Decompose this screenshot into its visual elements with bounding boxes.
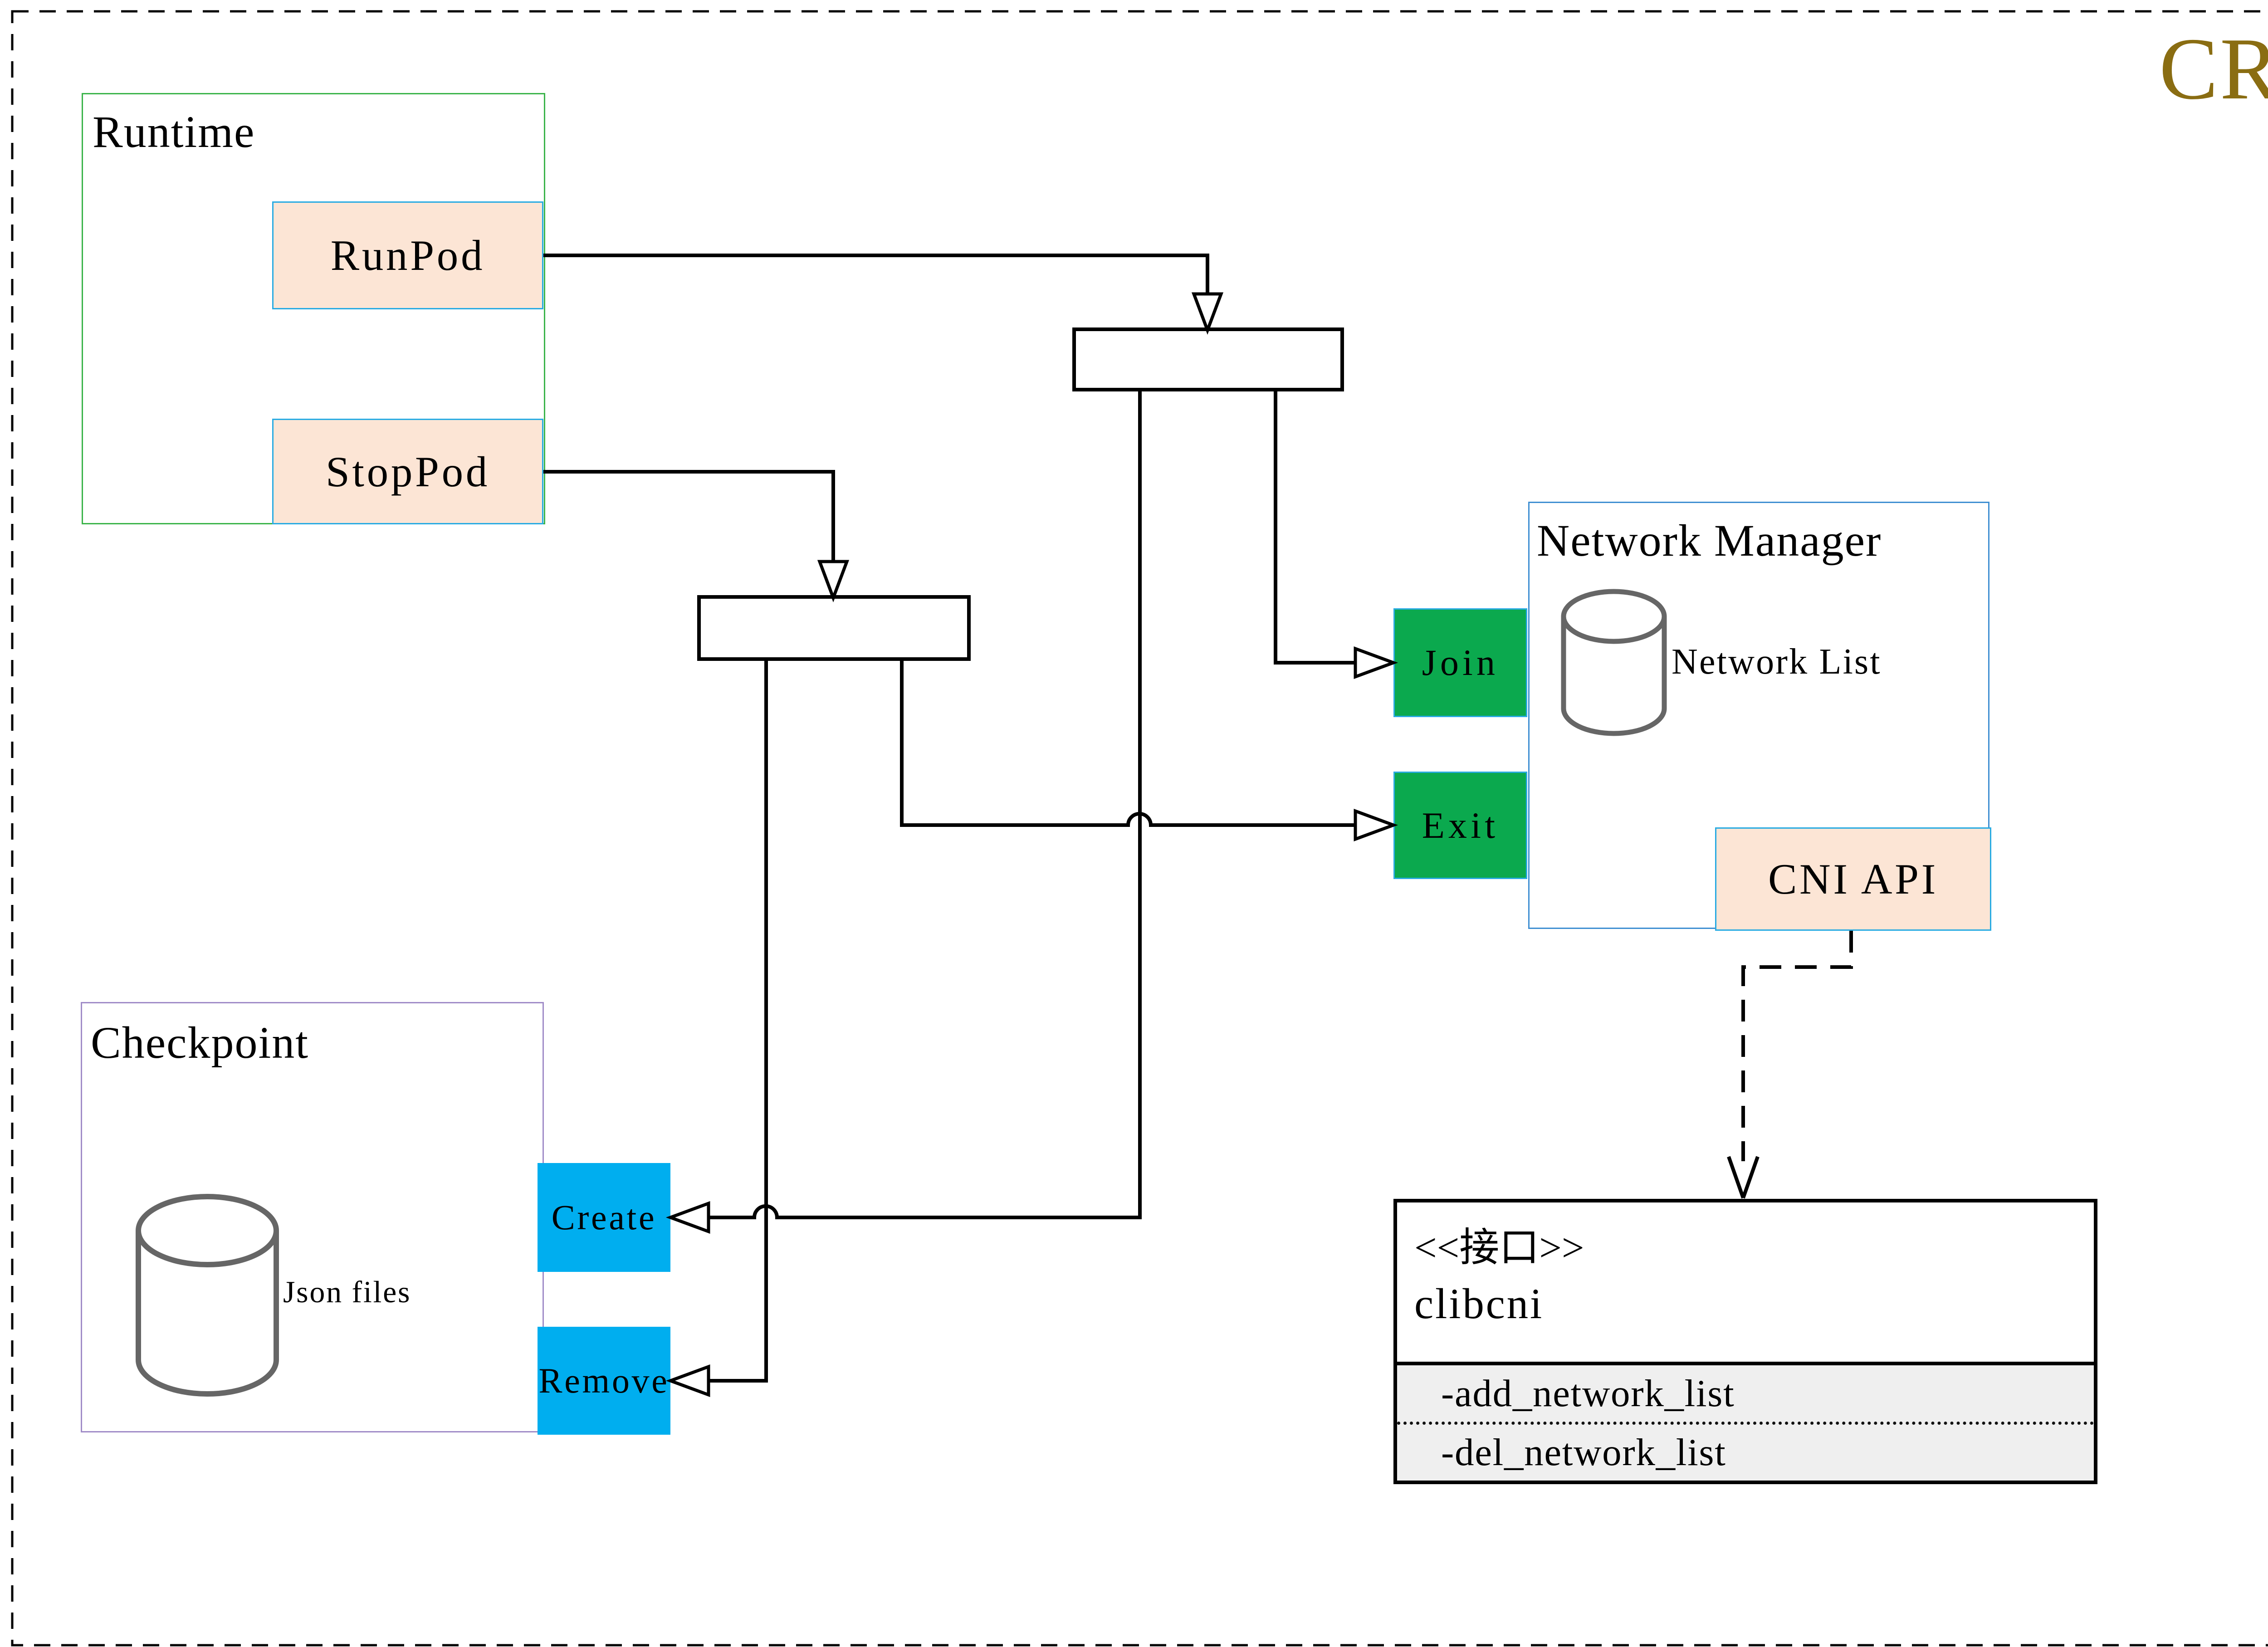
join-label: Join <box>1422 642 1499 683</box>
arrowhead-down-junction2-icon <box>817 560 850 602</box>
create-chip: Create <box>538 1163 670 1272</box>
junction2-to-remove-connector <box>709 661 768 1383</box>
exit-chip: Exit <box>1393 772 1527 879</box>
junction1-to-join-connector <box>1274 391 1355 665</box>
arrowhead-right-join-icon <box>1354 646 1398 679</box>
stoppod-label: StopPod <box>326 447 490 496</box>
checkpoint-box-title: Checkpoint <box>91 1017 309 1068</box>
clibcni-interface-box: <<接口>> clibcni -add_network_list -del_ne… <box>1393 1199 2097 1484</box>
junction2-to-exit-connector <box>900 661 1355 827</box>
json-files-label: Json files <box>283 1275 411 1309</box>
create-label: Create <box>551 1197 657 1237</box>
json-files-database-cylinder-icon <box>136 1194 279 1397</box>
stoppod-to-junction2-connector <box>543 470 835 562</box>
cni-api-label: CNI API <box>1768 855 1939 903</box>
runpod-label: RunPod <box>330 231 485 279</box>
stoppod-chip: StopPod <box>272 419 543 524</box>
arrowhead-left-remove-icon <box>665 1364 710 1398</box>
junction-node-runpod <box>1072 327 1344 391</box>
clibcni-method-add: -add_network_list <box>1441 1372 1735 1415</box>
cni-api-to-clibcni-dashed-connector <box>1741 931 1853 1161</box>
junction1-to-create-connector <box>709 391 1142 1219</box>
arrowhead-open-down-clibcni-icon <box>1727 1156 1760 1199</box>
clibcni-header: <<接口>> clibcni <box>1397 1202 2094 1362</box>
junction-node-stoppod <box>697 595 971 661</box>
arrowhead-down-junction1-icon <box>1191 292 1224 335</box>
remove-chip: Remove <box>538 1327 670 1435</box>
cri-title: CRI <box>2159 20 2268 118</box>
remove-label: Remove <box>538 1361 670 1400</box>
arrowhead-left-create-icon <box>665 1201 710 1234</box>
runpod-chip: RunPod <box>272 201 543 309</box>
network-manager-title: Network Manager <box>1537 515 1882 566</box>
network-list-database-cylinder-icon <box>1561 589 1667 736</box>
runpod-to-junction1-connector <box>543 254 1209 295</box>
cni-api-chip: CNI API <box>1715 827 1991 931</box>
exit-label: Exit <box>1422 804 1499 846</box>
join-chip: Join <box>1393 608 1527 717</box>
runtime-box-title: Runtime <box>93 107 255 157</box>
clibcni-method-del: -del_network_list <box>1397 1421 2094 1481</box>
clibcni-stereotype: <<接口>> <box>1414 1226 1584 1270</box>
network-list-label: Network List <box>1672 642 1882 682</box>
clibcni-name: clibcni <box>1414 1280 1544 1328</box>
clibcni-methods-section: -add_network_list -del_network_list <box>1397 1362 2094 1481</box>
arrowhead-right-exit-icon <box>1354 808 1398 842</box>
